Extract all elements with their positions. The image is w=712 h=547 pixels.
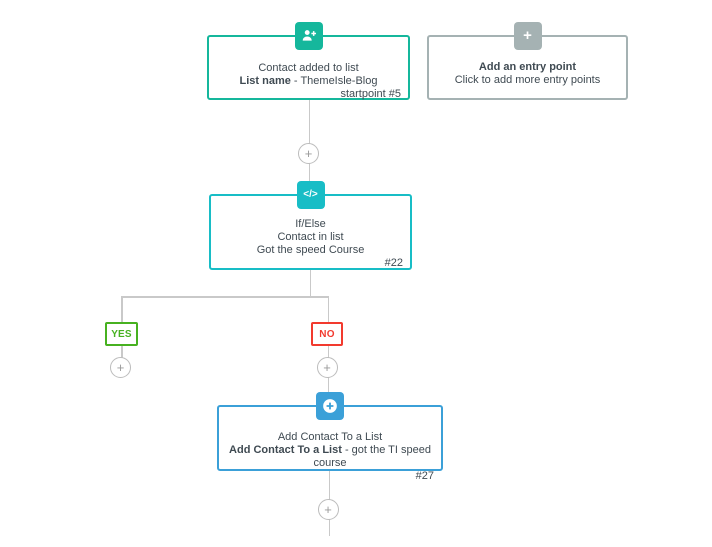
- connector-no-to-addcontact: [327, 376, 329, 405]
- plus-icon: +: [323, 359, 331, 375]
- node-text-line: Add Contact To a List: [277, 431, 383, 443]
- node-id-label: #27: [415, 470, 434, 482]
- node-text-line: If/Else: [295, 218, 326, 230]
- yes-label: YES: [111, 328, 132, 340]
- node-text-line: Contact in list: [277, 231, 344, 243]
- connector-no-to-plus: [327, 346, 329, 358]
- node-text-line: List name - ThemeIsle-Blog: [239, 75, 378, 87]
- add-step-button-no[interactable]: +: [316, 357, 338, 378]
- node-id-label: startpoint #5: [340, 88, 401, 100]
- node-text-line: Add Contact To a List - got the TI speed…: [229, 444, 431, 469]
- node-id-label: #22: [384, 257, 403, 269]
- connector-ifelse-down: [309, 270, 311, 297]
- node-add-entry-point[interactable]: + Add an entry point Click to add more e…: [427, 22, 628, 100]
- node-contact-added-to-list[interactable]: Contact added to list List name - ThemeI…: [207, 22, 410, 100]
- connector-addcontact-down: [328, 471, 330, 500]
- user-plus-icon: [294, 22, 323, 50]
- no-label: NO: [319, 328, 335, 340]
- plus-icon: +: [304, 145, 313, 161]
- node-title: Add an entry point: [478, 61, 577, 73]
- node-text-line: Got the speed Course: [256, 244, 365, 256]
- node-text-line: Contact added to list: [258, 62, 359, 74]
- add-step-button-1[interactable]: +: [298, 143, 319, 164]
- add-step-button-yes[interactable]: +: [110, 357, 131, 378]
- node-if-else[interactable]: </> If/Else Contact in list Got the spee…: [209, 181, 412, 270]
- add-step-button-bottom[interactable]: +: [317, 499, 339, 520]
- plus-circle-icon: [316, 392, 344, 420]
- connector-yes-to-plus: [121, 346, 123, 358]
- plus-icon: +: [513, 22, 542, 50]
- plus-icon: +: [116, 359, 125, 375]
- plus-icon: +: [324, 501, 332, 517]
- connector-branch-horizontal: [121, 296, 329, 298]
- branch-label-no: NO: [311, 322, 343, 346]
- node-add-contact-to-list[interactable]: Add Contact To a List Add Contact To a L…: [217, 392, 443, 482]
- branch-label-yes: YES: [105, 322, 138, 346]
- code-icon: </>: [296, 181, 325, 209]
- node-subtitle: Click to add more entry points: [454, 74, 601, 86]
- connector-bottom-tail: [328, 518, 330, 536]
- connector-yes-drop: [121, 296, 123, 322]
- connector-no-drop: [327, 296, 329, 322]
